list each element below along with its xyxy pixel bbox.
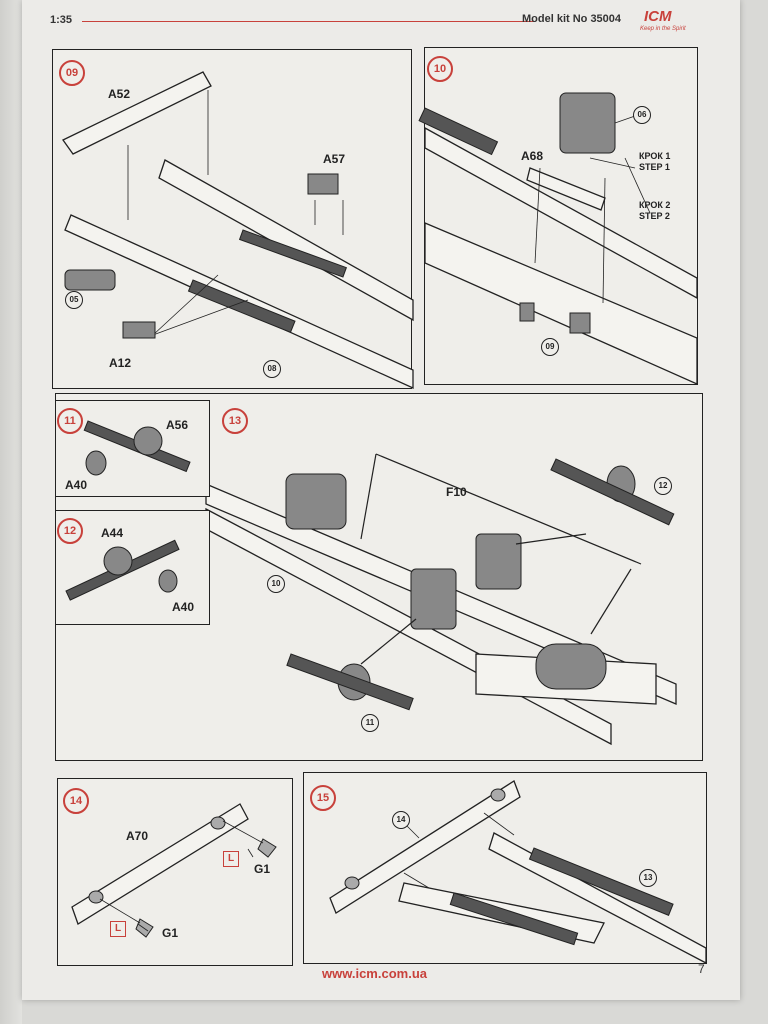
ref-11: 11 [361,714,379,732]
step-14-drawing [71,803,277,938]
step-10-drawing [418,92,698,386]
part-A40-b: A40 [172,600,195,614]
step-14-badge: 14 [63,788,89,814]
part-A44: A44 [101,526,124,540]
step-2-label: КРОК 2 STEP 2 [639,200,671,221]
step-11-drawing [83,420,191,476]
ref-09: 09 [541,338,559,356]
icm-logo: ICM Keep in the Spirit [630,8,690,36]
ref-13: 13 [639,869,657,887]
part-A12: A12 [109,356,132,370]
step-09-drawing [62,71,414,390]
ref-12: 12 [654,477,672,495]
step-13-badge: 13 [222,408,248,434]
page-number: 7 [698,962,705,976]
scale-label: 1:35 [50,14,73,26]
part-G1-right: G1 [254,862,271,876]
part-A40: A40 [65,478,88,492]
ref-14: 14 [392,811,410,829]
step-12-drawing [65,539,180,601]
logo-tagline: Keep in the Spirit [640,26,686,32]
part-A57: A57 [323,152,346,166]
ref-08: 08 [263,360,281,378]
ref-05: 05 [65,291,83,309]
step-12-panel: 12 A44 A40 [55,510,210,625]
kit-number: Model kit No 35004 [522,13,622,25]
step-09-badge: 09 [59,60,85,86]
step-12-badge: 12 [57,518,83,544]
part-G1-left: G1 [162,926,179,940]
part-A52: A52 [108,87,131,101]
ref-10: 10 [267,575,285,593]
step-10-badge: 10 [427,56,453,82]
footer-website: www.icm.com.ua [322,966,427,981]
left-side-mark-upper: L [223,851,239,867]
part-A56: A56 [166,418,189,432]
instruction-page: 1:35 Model kit No 35004 ICM Keep in the … [22,0,740,1000]
left-side-mark-lower: L [110,921,126,937]
step-15-badge: 15 [310,785,336,811]
step-15-panel: 15 14 13 [303,772,707,965]
ref-06: 06 [633,106,651,124]
part-F10: F10 [446,485,467,499]
header-rule [82,21,534,22]
step-11-badge: 11 [57,408,83,434]
step-14-panel: 14 A70 G1 G1 L L [57,778,293,966]
step-10-panel: 10 A68 06 09 [418,47,698,386]
step-15-drawing [329,780,707,965]
step-1-label: КРОК 1 STEP 1 [639,151,671,172]
step-11-panel: 11 A56 A40 [55,400,210,497]
step-09-panel: 09 A [52,49,414,390]
adjacent-page-edge [0,0,22,1024]
part-A68: A68 [521,149,544,163]
logo-text: ICM [644,8,672,25]
part-A70: A70 [126,829,149,843]
